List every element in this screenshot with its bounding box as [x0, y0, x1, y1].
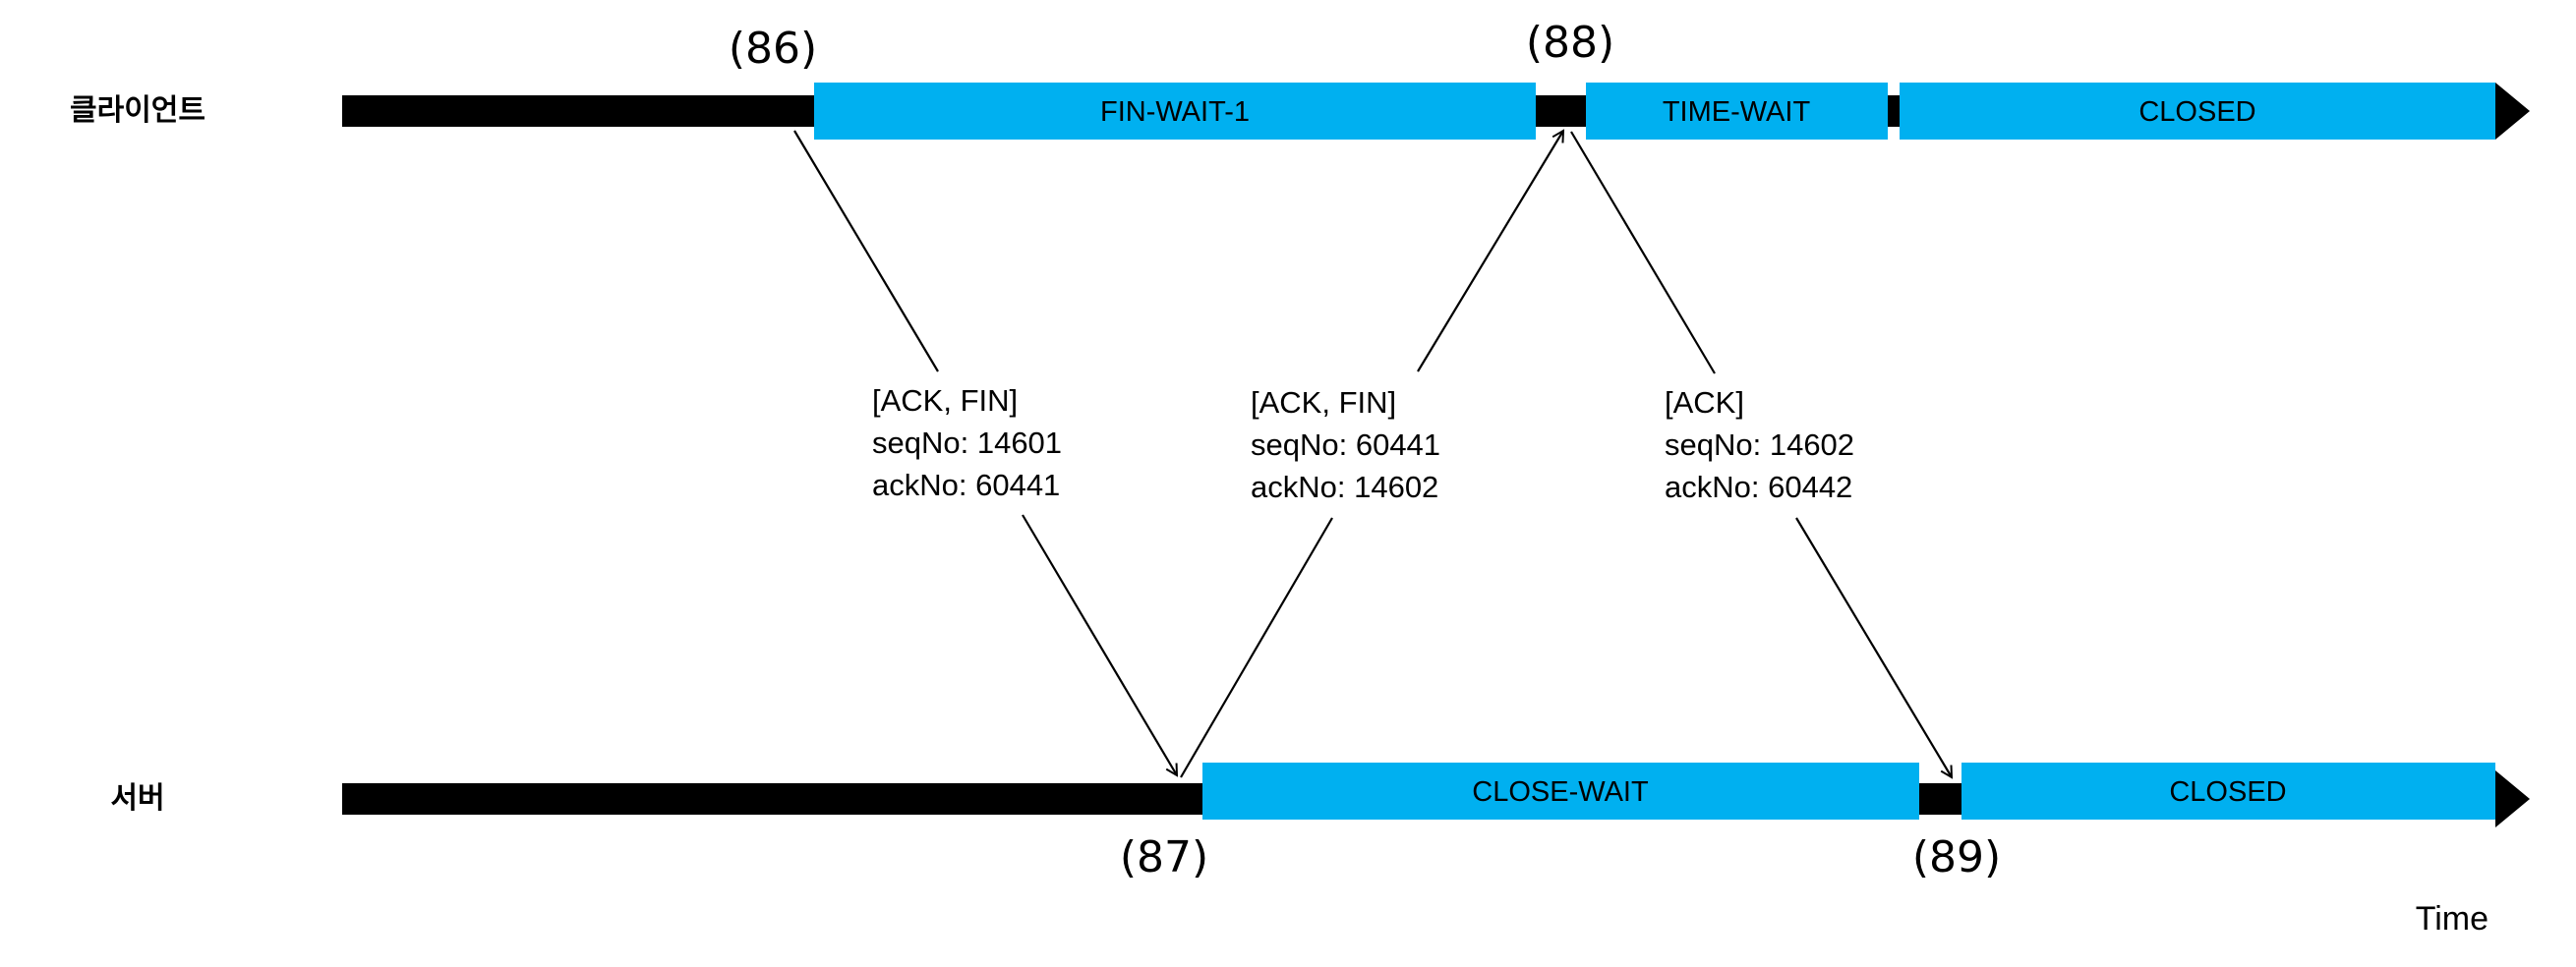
message-1-arrow	[793, 130, 1177, 775]
state-time-wait: TIME-WAIT	[1586, 83, 1888, 140]
message-3-seq: seqNo: 14602	[1665, 427, 1854, 462]
state-server-closed: CLOSED	[1961, 763, 2495, 820]
state-close-wait: CLOSE-WAIT	[1202, 763, 1919, 820]
message-2-ack: ackNo: 14602	[1251, 470, 1438, 504]
client-lane-label: 클라이언트	[70, 93, 205, 128]
message-3-arrow	[1570, 131, 1952, 777]
step-87-label: (87)	[1120, 832, 1208, 882]
state-close-wait-label: CLOSE-WAIT	[1472, 776, 1649, 808]
message-1-flags: [ACK, FIN]	[872, 383, 1018, 418]
step-89-label: (89)	[1912, 832, 2001, 882]
message-1-label: [ACK, FIN] seqNo: 14601 ackNo: 60441	[872, 383, 1062, 502]
state-client-closed: CLOSED	[1900, 83, 2495, 140]
message-1-ack: ackNo: 60441	[872, 468, 1060, 502]
message-3-ack: ackNo: 60442	[1665, 470, 1852, 504]
message-2-arrow	[1180, 131, 1563, 778]
state-server-closed-box	[1961, 763, 2495, 820]
message-3-label: [ACK] seqNo: 14602 ackNo: 60442	[1665, 385, 1854, 504]
server-timeline-arrowhead	[2495, 770, 2530, 827]
state-fin-wait-1: FIN-WAIT-1	[814, 83, 1536, 140]
state-fin-wait-1-label: FIN-WAIT-1	[1100, 96, 1250, 128]
message-3-flags: [ACK]	[1665, 385, 1744, 420]
state-server-closed-label: CLOSED	[2169, 776, 2286, 808]
message-1-seq: seqNo: 14601	[872, 426, 1062, 460]
server-lane-label: 서버	[110, 781, 164, 816]
state-time-wait-label: TIME-WAIT	[1663, 96, 1811, 128]
message-2-seq: seqNo: 60441	[1251, 427, 1440, 462]
state-close-wait-box	[1202, 763, 1919, 820]
state-fin-wait-1-box	[814, 83, 1536, 140]
message-2-label: [ACK, FIN] seqNo: 60441 ackNo: 14602	[1251, 385, 1440, 504]
state-time-wait-box	[1586, 83, 1888, 140]
step-88-label: (88)	[1526, 18, 1614, 68]
step-86-label: (86)	[729, 24, 817, 74]
state-client-closed-label: CLOSED	[2138, 96, 2255, 128]
message-2-flags: [ACK, FIN]	[1251, 385, 1396, 420]
client-timeline-arrowhead	[2495, 83, 2530, 140]
time-axis-label: Time	[2416, 900, 2488, 938]
state-client-closed-box	[1900, 83, 2495, 140]
